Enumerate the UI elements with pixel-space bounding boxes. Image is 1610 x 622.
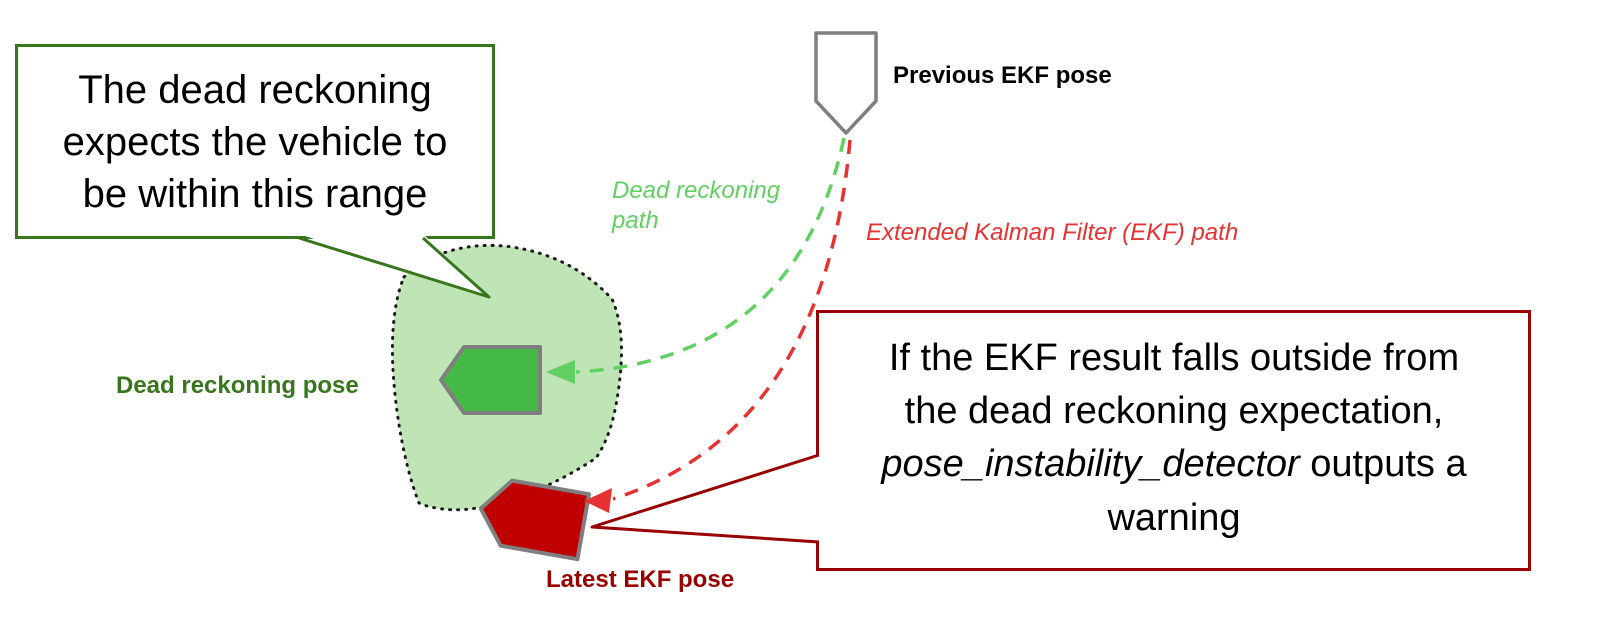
pose-instability-detector-term: pose_instability_detector xyxy=(881,443,1300,486)
latest-ekf-pose-label: Latest EKF pose xyxy=(546,566,735,593)
dead-reckoning-path-label: Dead reckoning path xyxy=(612,177,781,234)
ekf-path-arrowhead xyxy=(584,488,612,513)
callout-line: The dead reckoning xyxy=(78,68,432,112)
callout-line: be within this range xyxy=(82,172,428,216)
red-callout-tail xyxy=(590,453,820,544)
dead-reckoning-path-arrowhead xyxy=(546,360,575,384)
dead-reckoning-path-curve xyxy=(575,137,846,374)
callout-line: pose_instability_detector outputs a xyxy=(828,438,1520,491)
red-callout-box xyxy=(816,310,1531,571)
latest-ekf-pose-marker xyxy=(478,478,591,562)
red-callout-text: If the EKF result falls outside from the… xyxy=(828,332,1520,545)
callout-line: warning xyxy=(1107,496,1241,539)
callout-line: expects the vehicle to xyxy=(62,120,448,164)
dead-reckoning-pose-label: Dead reckoning pose xyxy=(116,372,359,399)
callout-line: If the EKF result falls outside from xyxy=(888,337,1460,379)
green-callout-box xyxy=(15,44,495,239)
ekf-path-label: Extended Kalman Filter (EKF) path xyxy=(866,219,1239,246)
red-callout-tail-fill xyxy=(592,455,822,542)
ekf-path-curve xyxy=(612,139,852,501)
callout-line: the dead reckoning expectation, xyxy=(904,390,1444,433)
callout-line-rest: outputs a xyxy=(1299,443,1467,486)
previous-ekf-pose-label: Previous EKF pose xyxy=(893,62,1112,89)
green-callout-text: The dead reckoning expects the vehicle t… xyxy=(24,64,486,220)
dead-reckoning-pose-marker xyxy=(439,345,542,415)
previous-ekf-pose-marker xyxy=(814,31,878,135)
green-callout-tail xyxy=(298,236,491,299)
